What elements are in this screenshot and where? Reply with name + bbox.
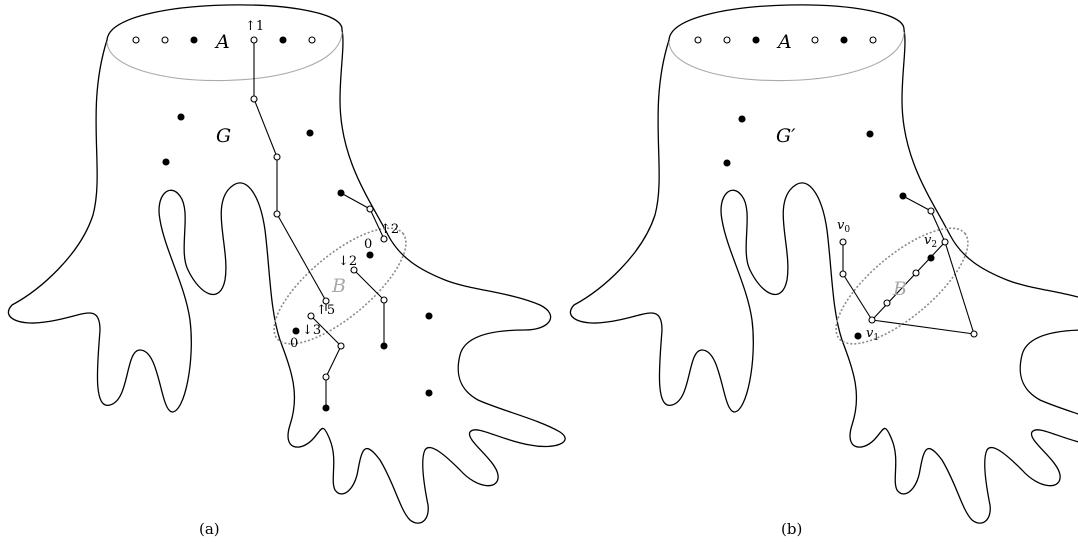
caption-a: (a) [199,520,220,538]
bag-label-b: B [892,278,907,300]
label-up2: ↑2 [380,222,399,237]
graph-outline-a [8,5,565,523]
bag-label-a: B [331,275,346,297]
vertex-v2 [942,239,948,245]
vertex-v1 [855,333,861,339]
label-zero-bottom: 0 [290,336,298,351]
label-down3: ↓3 [302,323,321,338]
label-v1: v1 [866,326,879,343]
label-down2: ↓2 [338,254,357,269]
label-up5: ↑5 [316,303,335,318]
graph-label-a: G [216,125,231,147]
graph-outline-b [570,5,1078,523]
label-zero-top: 0 [364,237,372,252]
caption-b: (b) [781,520,802,538]
panel-b: A G′ B v0 v2 v1 (b) [570,5,1078,538]
edges-a [254,40,384,408]
vertices-b [695,37,977,339]
edges-b [843,196,974,334]
vertex-up1 [251,37,257,43]
vertex-v0 [840,239,846,245]
top-set-label-a: A [214,31,230,53]
top-set-label-b: A [776,31,792,53]
panel-a: A G B ↑1 ↑2 0 ↓2 ↑5 ↓3 0 (a) [8,5,565,538]
label-up1: ↑1 [245,19,264,34]
label-v0: v0 [837,218,850,235]
label-v2: v2 [924,233,937,250]
graph-label-b: G′ [776,125,796,147]
